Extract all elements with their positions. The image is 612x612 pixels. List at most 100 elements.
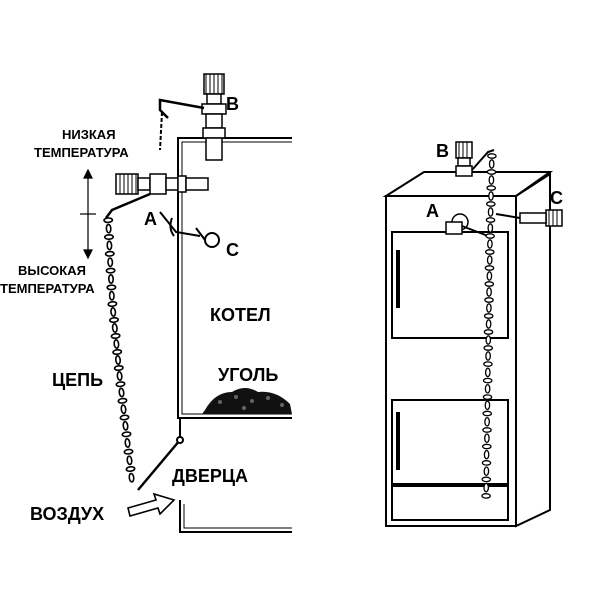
chain-link [107,300,118,308]
chain-link-right [483,313,494,319]
regulator-a-icon [445,213,489,237]
door-hinge [176,436,184,444]
chain-link-right [485,217,496,223]
label-a-left: A [144,209,157,229]
chain-link-right [485,201,496,207]
chain-link-right [482,410,493,417]
lever-a-c-assembly [159,211,220,248]
chain-link [119,414,130,421]
chain-link-right [485,233,495,239]
chain-link [128,472,135,483]
chain-link [104,250,115,257]
low-temp-label-line1: НИЗКАЯ [62,127,116,142]
chain-link [107,257,114,268]
chain-link-right [481,443,492,450]
chain-link-right [486,303,492,313]
temperature-range-arrow [80,168,96,260]
chain-link [107,274,115,284]
chain-link-right [482,427,492,433]
chain-link [109,316,119,324]
chain-link [120,404,127,415]
chain-label: ЦЕПЬ [52,370,103,390]
chain-link-right [484,297,494,303]
chain-link-right [484,249,495,255]
air-label: ВОЗДУХ [30,504,104,524]
chain-link-right [484,416,490,427]
chain-link [110,332,121,340]
boiler-top-face [382,171,554,197]
chain-link-right [486,255,493,265]
label-c-left: C [226,240,239,260]
coal-label: УГОЛЬ [218,365,278,385]
chain-link [113,339,120,349]
chain-link-right [485,351,491,361]
chain-link [103,217,114,224]
chain-link [116,371,123,381]
chain-link-right [483,329,494,335]
chain-link-right [487,153,497,159]
door-frame-bottom [179,500,292,533]
chain-link [124,438,131,448]
chain-link-right [486,287,492,297]
chain-link-right [481,460,492,466]
chain-icon [103,217,136,483]
chain-link [111,323,118,333]
chain-link-right [481,476,492,483]
chain-link-right [483,482,490,493]
chain-link-right [488,159,495,169]
chain-link-right [484,383,491,394]
chain-link-right [486,185,497,191]
chain-link [108,290,115,301]
chain-link [105,267,116,274]
chain-link [110,307,117,317]
chain-link-right [482,377,493,384]
chain-link [123,448,134,455]
label-c-right: C [550,188,563,208]
chain-link [117,397,128,404]
chain-link-right [483,345,494,351]
chain-link [105,223,112,234]
regulator-horizontal-icon [105,173,209,219]
chain-link [118,387,125,398]
chain-link-right [484,400,491,411]
chain-link [121,431,132,438]
boiler-ash-tray [391,485,509,521]
chain-link-right [484,265,495,271]
chain-link [125,465,136,473]
air-door-flap [137,439,181,491]
boiler-label: КОТЕЛ [210,305,271,325]
chain-right-icon [481,153,497,499]
chain-link-right [487,207,494,217]
chain-link-right [485,335,492,345]
chain-link-right [483,449,490,460]
chain-link-right [485,319,492,329]
door-frame-bottom-inner [183,504,292,529]
high-temp-label-line2: ТЕМПЕРАТУРА [0,281,95,296]
label-b-left: B [226,94,239,114]
chain-link [104,233,114,241]
right-arrow-icon [127,492,176,517]
chain-link [112,348,123,356]
chain-link-right [486,169,497,175]
coal-pile [202,388,292,414]
regulator-b-top-icon [455,141,495,177]
boiler-wall [177,137,292,419]
chain-link [126,455,133,466]
chain-link-right [488,175,495,185]
chain-link-right [483,361,493,367]
regulator-c-icon [495,209,563,227]
door-label: ДВЕРЦА [172,466,248,486]
low-temp-label-line2: ТЕМПЕРАТУРА [34,145,129,160]
chain-link-right [486,271,493,281]
chain-link-right [487,223,494,233]
label-b-right: B [436,141,449,161]
chain-link-right [482,394,493,400]
chain-link [114,355,122,365]
chain-link-right [487,239,493,249]
chain-link [106,240,113,251]
chain-link [106,284,117,291]
label-a-right: A [426,201,439,221]
chain-link-right [484,433,490,444]
